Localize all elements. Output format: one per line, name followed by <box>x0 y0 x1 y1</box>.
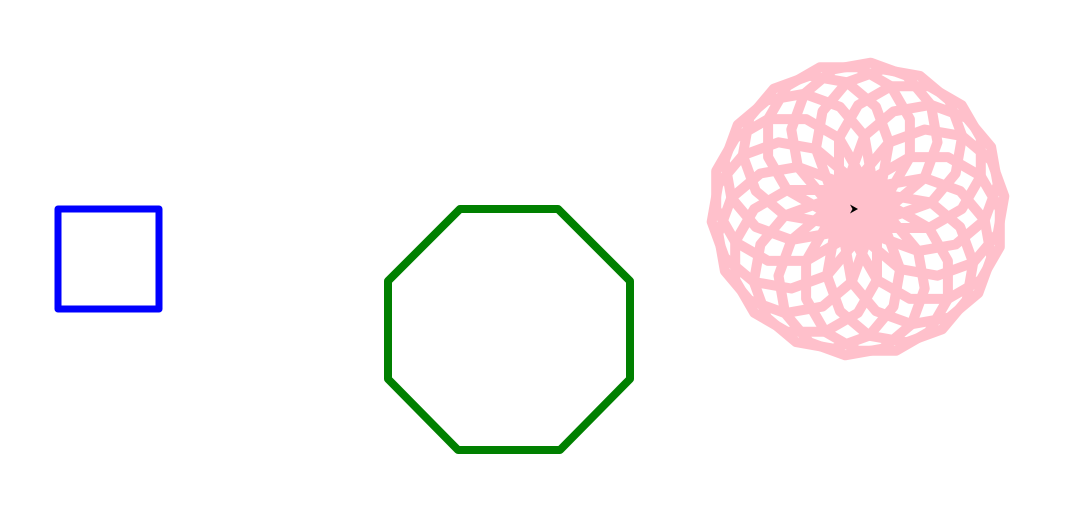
rosette-polygon <box>822 191 979 348</box>
green-octagon-outline <box>384 205 634 454</box>
rosette-polygon <box>840 173 997 330</box>
arrow-cursor-icon <box>850 204 858 214</box>
rosette-polygon <box>853 124 1010 281</box>
rosette-polygon <box>853 152 1005 304</box>
pink-rosette-pattern <box>706 57 1010 361</box>
blue-square-outline <box>54 205 163 313</box>
rosette-polygon <box>834 81 986 233</box>
rosette-polygon <box>846 99 1003 257</box>
